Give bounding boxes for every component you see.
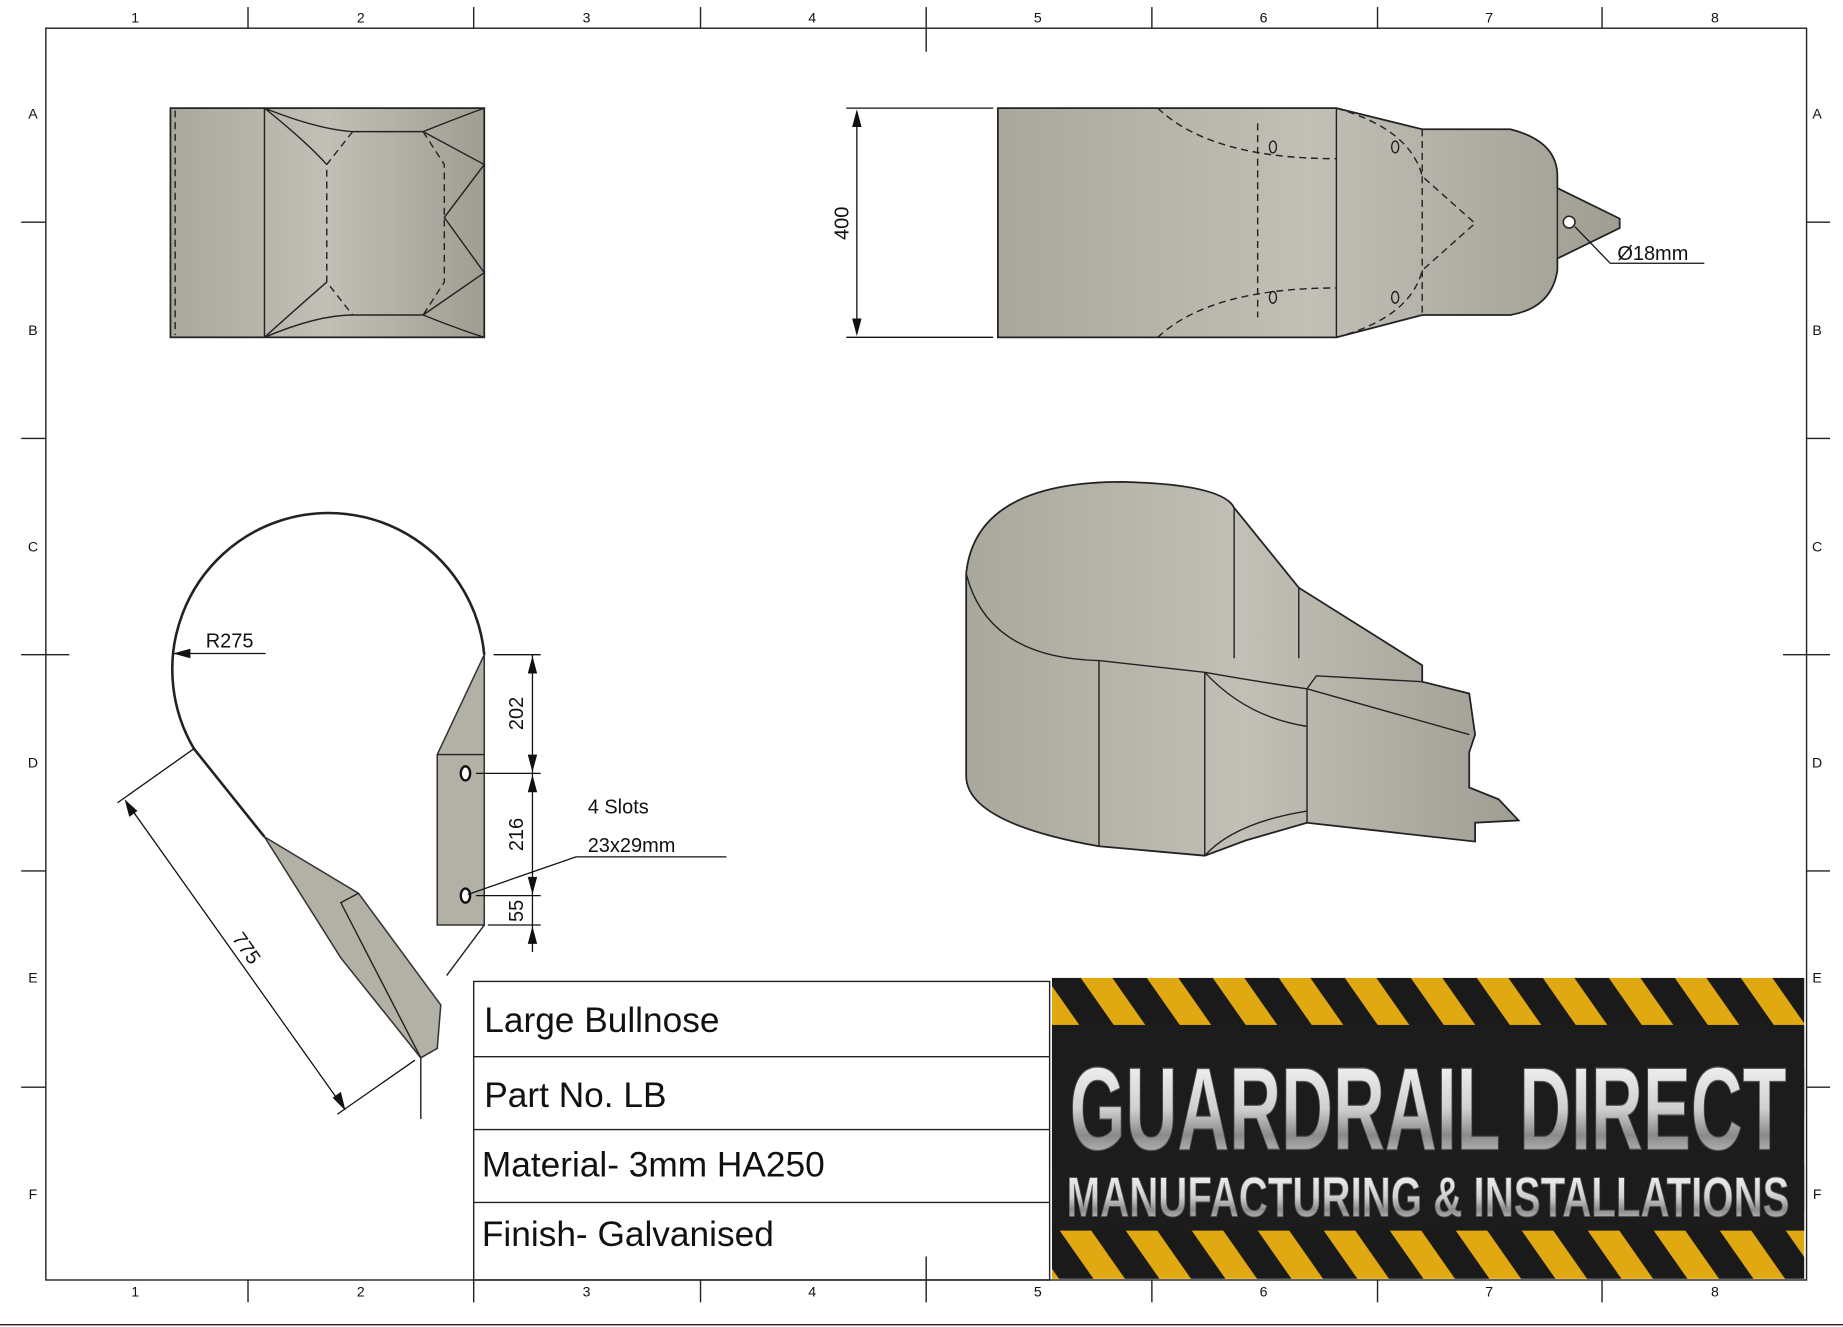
dimension-text: 202 — [506, 697, 528, 730]
callout-line: 4 Slots — [588, 796, 649, 818]
dimension-hole: Ø18mm — [1574, 226, 1705, 265]
plan-view — [997, 107, 1621, 339]
row-label: A — [1812, 106, 1822, 122]
dimension-400: 400 — [832, 107, 994, 338]
column-label: 4 — [808, 1283, 816, 1299]
material: Material- 3mm HA250 — [482, 1146, 825, 1185]
row-label: D — [28, 755, 38, 771]
row-label: B — [1812, 322, 1821, 338]
row-label: E — [1812, 970, 1821, 986]
row-label: E — [28, 970, 37, 986]
column-label: 6 — [1260, 9, 1268, 25]
column-label: 8 — [1711, 1283, 1719, 1299]
callout-line: 23x29mm — [588, 835, 676, 857]
column-label: 8 — [1711, 9, 1719, 25]
dimension-text: 775 — [227, 929, 264, 969]
row-label: F — [29, 1186, 38, 1202]
row-label: A — [28, 106, 38, 122]
end-view — [169, 107, 486, 339]
logo-line2: MANUFACTURING & INSTALLATIONS — [1067, 1166, 1790, 1229]
dimension-text: 55 — [506, 900, 528, 922]
side-view — [171, 511, 486, 1119]
column-label: 7 — [1485, 1283, 1493, 1299]
column-label: 3 — [583, 1283, 591, 1299]
part-title: Large Bullnose — [484, 1001, 719, 1040]
row-label: D — [1812, 755, 1822, 771]
title-block: Large Bullnose Part No. LB Material- 3mm… — [472, 980, 1051, 1281]
column-label: 4 — [808, 9, 816, 25]
column-label: 5 — [1034, 9, 1042, 25]
row-label: C — [1812, 538, 1822, 554]
column-label: 1 — [131, 9, 139, 25]
dimension-text: Ø18mm — [1617, 243, 1688, 265]
dimension-radius: R275 — [172, 631, 266, 659]
column-label: 3 — [583, 9, 591, 25]
row-label: B — [28, 322, 37, 338]
slots-callout: 4 Slots 23x29mm — [467, 796, 727, 896]
row-label: C — [28, 538, 38, 554]
dimension-stack: 202 216 55 — [476, 654, 541, 953]
column-label: 1 — [131, 1283, 139, 1299]
logo-line1: GUARDRAIL DIRECT — [1070, 1044, 1787, 1175]
dimension-text: R275 — [206, 631, 254, 653]
column-label: 5 — [1034, 1283, 1042, 1299]
finish: Finish- Galvanised — [482, 1215, 774, 1254]
column-label: 2 — [357, 9, 365, 25]
row-label: F — [1813, 1186, 1822, 1202]
part-number: Part No. LB — [484, 1076, 666, 1115]
column-label: 2 — [357, 1283, 365, 1299]
isometric-view — [965, 481, 1521, 857]
column-label: 7 — [1485, 9, 1493, 25]
dimension-text: 400 — [832, 207, 854, 240]
dimension-text: 216 — [506, 818, 528, 851]
company-logo: GUARDRAIL DIRECT MANUFACTURING & INSTALL… — [1051, 977, 1805, 1279]
column-label: 6 — [1260, 1283, 1268, 1299]
